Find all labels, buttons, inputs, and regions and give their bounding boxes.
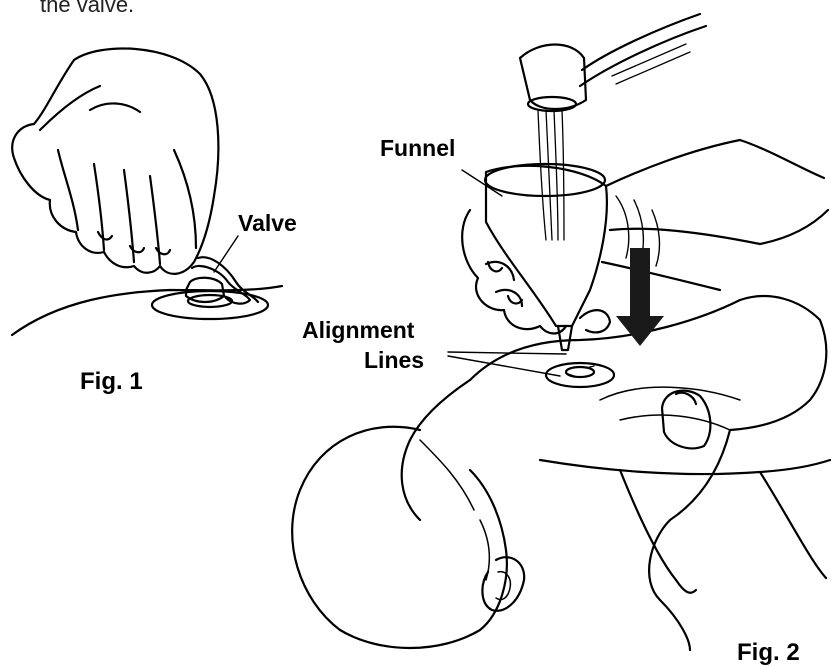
- valve-label: Valve: [238, 212, 297, 235]
- fig1-nail1: [98, 232, 112, 239]
- table-edge: [540, 460, 830, 474]
- instruction-text-fragment: the valve.: [40, 0, 134, 16]
- funnel-spout: [558, 326, 572, 350]
- fig1-caption: Fig. 1: [80, 370, 143, 394]
- manikin-hairline: [420, 440, 489, 580]
- manikin-hand-lower: [676, 580, 696, 593]
- alignment-leader2: [448, 356, 560, 376]
- fig2-valve-wing: [580, 310, 610, 332]
- funnel-label: Funnel: [380, 137, 455, 160]
- funnel-leader: [462, 170, 502, 196]
- fig2-valve-inner: [566, 367, 594, 377]
- fig1-wrinkle: [90, 103, 140, 112]
- fig2-right-arm: [740, 140, 828, 244]
- faucet-spout: [520, 45, 586, 110]
- fig2-hand: [462, 210, 566, 334]
- manikin-head: [292, 427, 507, 648]
- fig1-thumb: [174, 150, 196, 248]
- fig2-thumbnail: [676, 393, 696, 404]
- water-stream: [538, 110, 564, 240]
- alignment-label-line1: Alignment: [302, 319, 414, 342]
- manikin-ear-inner: [496, 572, 510, 600]
- manikin-arm-lower: [620, 470, 826, 580]
- fig1-valve-leader: [214, 236, 238, 272]
- fig1-knuckle1: [58, 150, 78, 230]
- fig1-drawing: [12, 48, 282, 335]
- fig2-thumb: [662, 391, 710, 449]
- faucet-pipe-lines: [612, 44, 690, 84]
- manikin-left-shoulder: [402, 380, 470, 520]
- fig1-fist-outline: [12, 48, 218, 273]
- fig1-wrist: [40, 86, 100, 130]
- fig2-caption: Fig. 2: [737, 641, 800, 665]
- faucet-pipe: [580, 14, 706, 86]
- alignment-label-line2: Lines: [364, 349, 424, 372]
- alignment-leader1: [448, 352, 566, 354]
- funnel-rim: [485, 164, 605, 196]
